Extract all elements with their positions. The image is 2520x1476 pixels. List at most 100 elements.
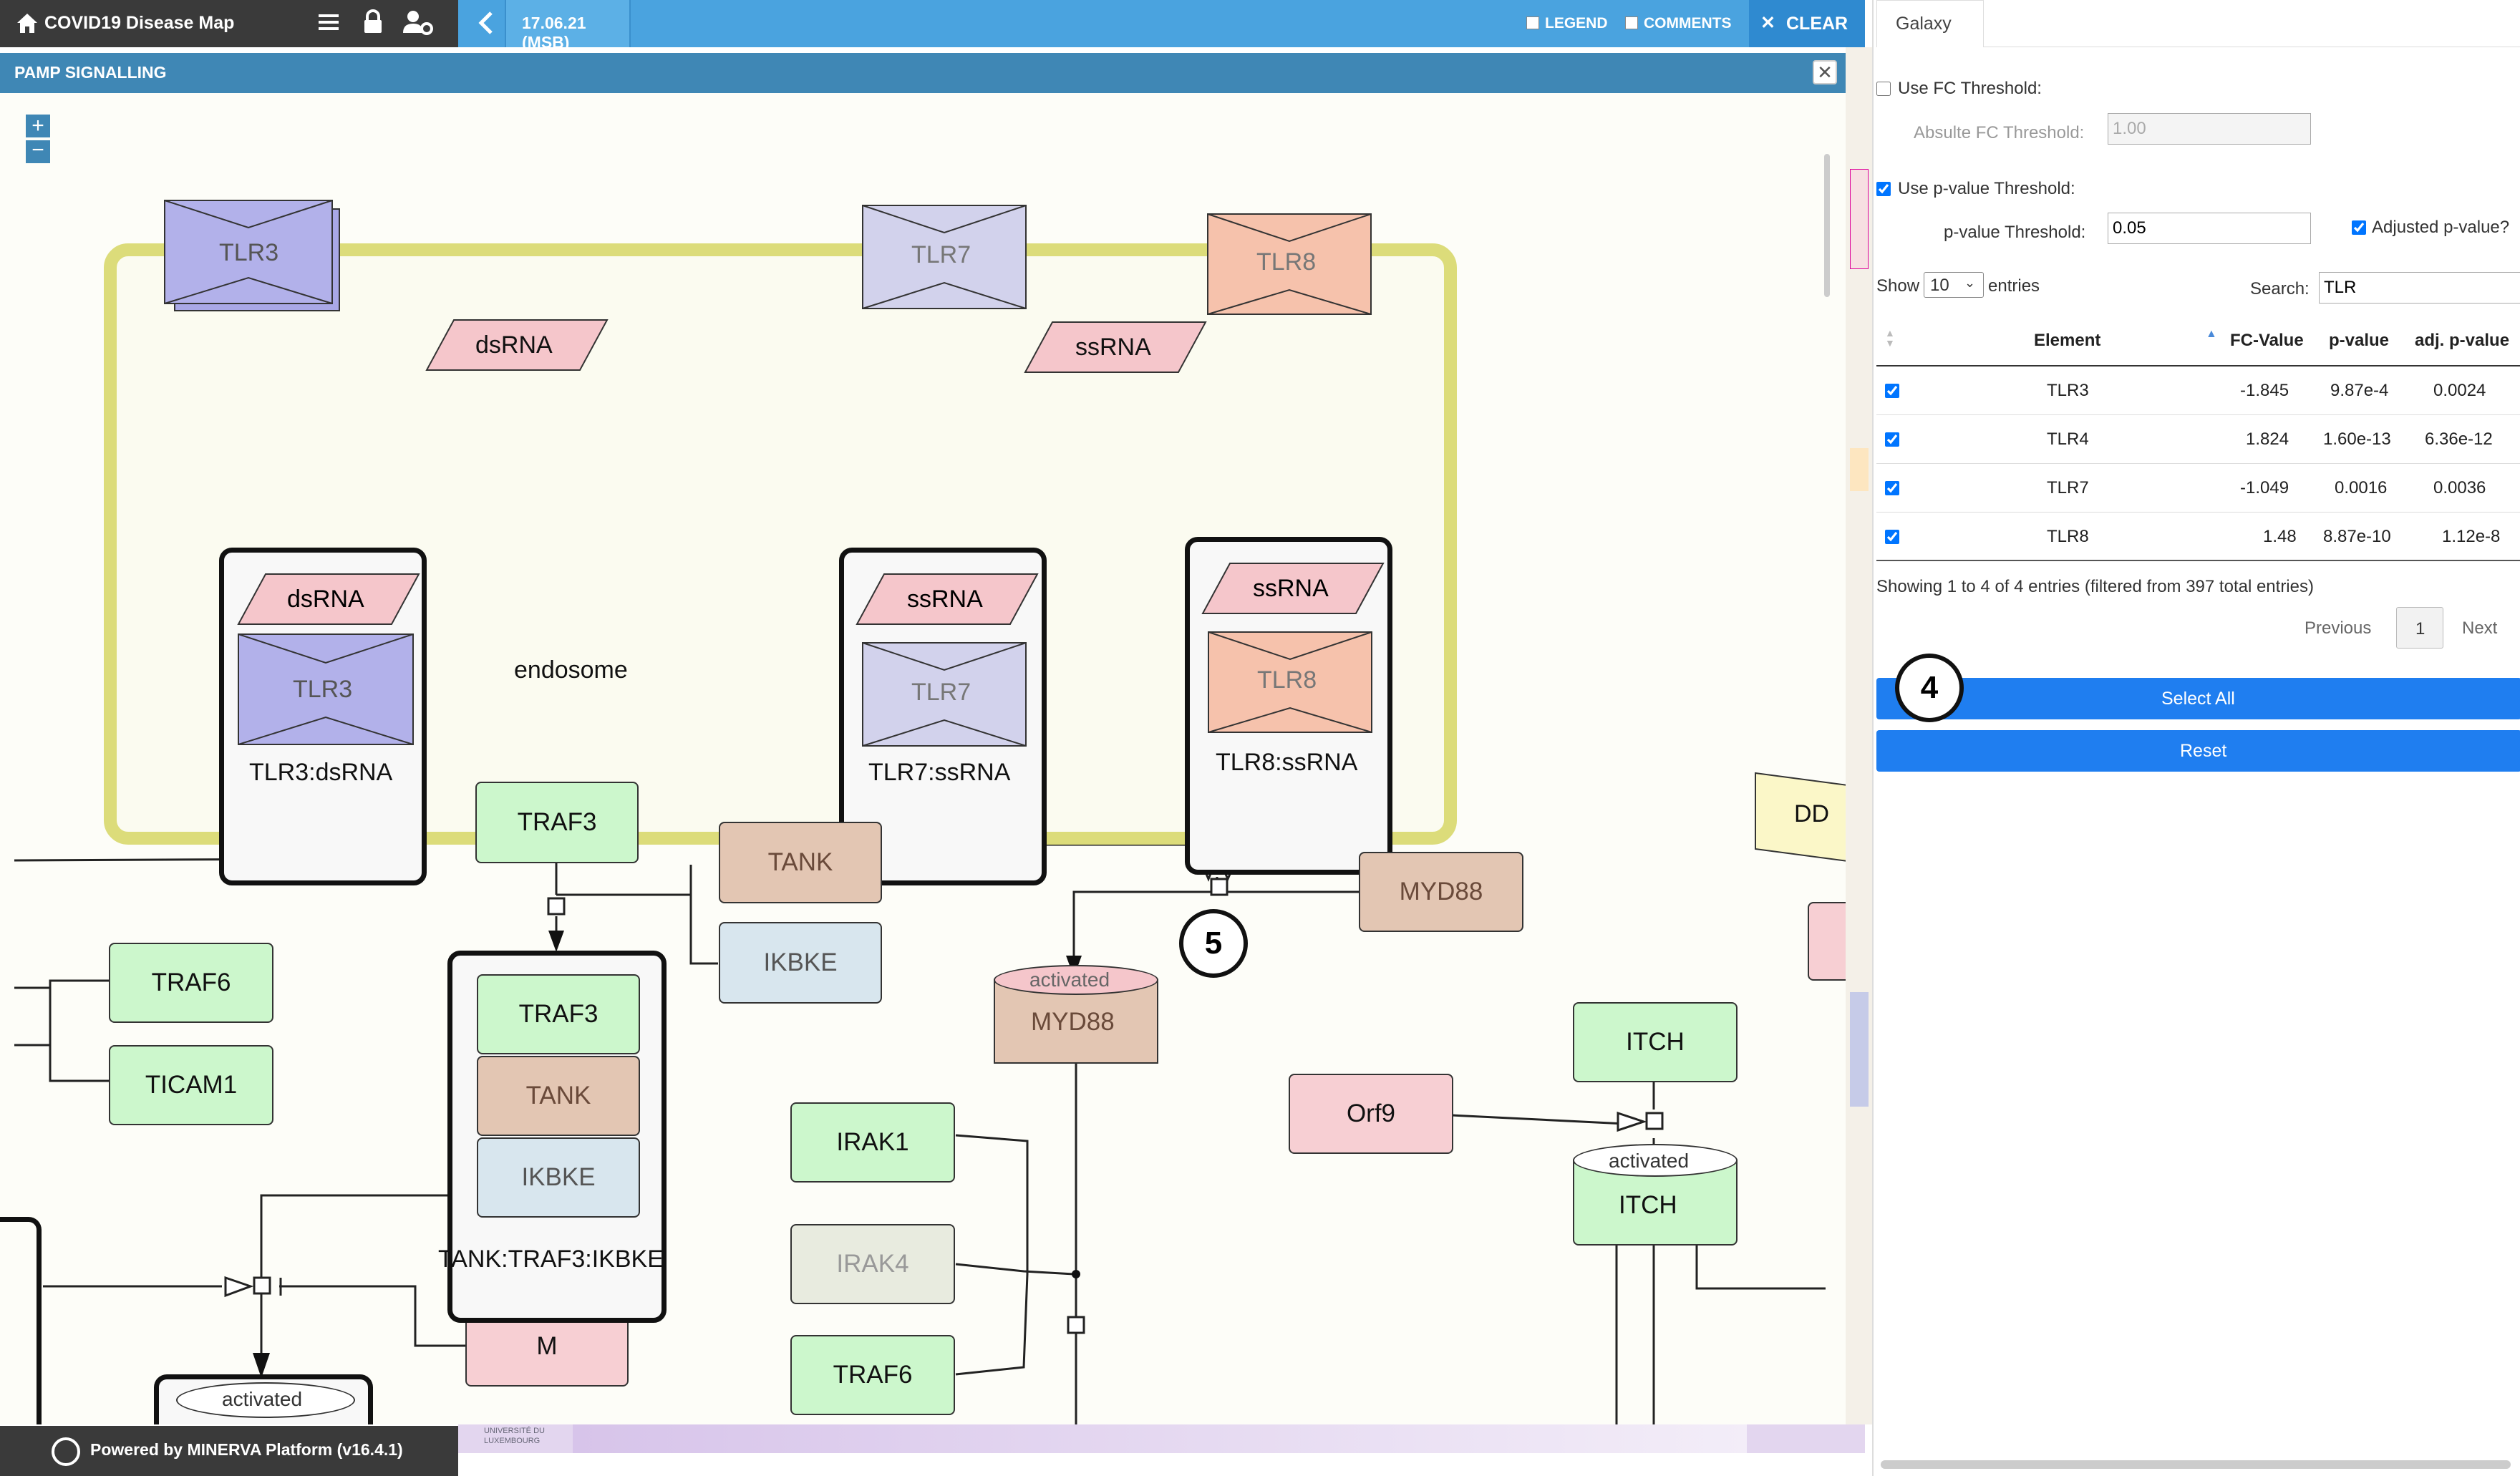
row-checkbox[interactable] [1885,432,1899,447]
app-title[interactable]: COVID19 Disease Map [44,13,235,33]
itch-cylinder-body [1573,1160,1738,1246]
activated-bottom-left[interactable]: activated [154,1374,373,1424]
menu-icon[interactable] [316,10,341,34]
activated-label: activated [1029,968,1110,991]
top-bar: COVID19 Disease Map [0,0,458,47]
complex-dsrna-label: dsRNA [287,586,364,613]
close-map-button[interactable]: ✕ [1813,60,1837,84]
column-pvalue[interactable]: p-value [2329,331,2390,350]
version-selector[interactable]: 17.06.21 (MSB) [505,0,631,52]
user-settings-icon[interactable] [402,9,434,36]
itch-activated-label: activated [1609,1150,1690,1172]
activated-myd88[interactable]: activated MYD88 [994,965,1158,1065]
step-4-marker: 4 [1895,654,1964,722]
legend-checkbox[interactable] [1526,16,1539,29]
tlr8-ssrna-complex[interactable]: ssRNA TLR8 [1185,537,1392,875]
zoom-in-button[interactable]: + [26,115,50,137]
complex-ssrna-7[interactable]: ssRNA [856,573,1039,626]
complex-ikbke[interactable]: IKBKE [477,1137,640,1218]
sort-icon[interactable]: ▲▼ [1885,327,1895,349]
myd88-node[interactable]: MYD88 [1359,852,1523,932]
irak1-node[interactable]: IRAK1 [790,1102,955,1183]
complex-tank[interactable]: TANK [477,1056,640,1136]
tab-galaxy[interactable]: Galaxy [1876,0,1984,47]
tlr7-ssrna-complex[interactable]: ssRNA TLR7 [839,548,1047,885]
tlr7-receptor[interactable]: TLR7 [861,204,1027,310]
use-pvalue-label: Use p-value Threshold: [1898,179,2075,198]
tlr3-receptor[interactable]: TLR3 [163,199,341,312]
row-checkbox[interactable] [1885,481,1899,495]
adjusted-pvalue-checkbox[interactable] [2352,220,2366,235]
row-checkbox[interactable] [1885,530,1899,544]
previous-button[interactable]: Previous [2305,618,2372,638]
orf9-node[interactable]: Orf9 [1289,1074,1453,1154]
column-fc[interactable]: FC-Value [2230,331,2304,350]
map-scrollbar[interactable] [1824,154,1830,297]
back-chevron-icon[interactable] [474,9,498,37]
use-pvalue-checkbox[interactable] [1876,182,1891,196]
logo-strip-fade [573,1424,1747,1453]
sort-asc-icon[interactable]: ▲ [2206,328,2217,340]
search-input[interactable] [2319,272,2520,304]
row-element[interactable]: TLR4 [2047,429,2089,449]
use-fc-label: Use FC Threshold: [1898,79,2042,98]
row-element[interactable]: TLR3 [2047,381,2089,400]
table-row[interactable]: TLR8 1.48 8.87e-10 1.12e-8 [1876,513,2520,561]
activated-itch[interactable]: activated ITCH [1573,1144,1738,1247]
complex-traf3[interactable]: TRAF3 [477,974,640,1054]
tlr3-dsrna-complex[interactable]: dsRNA TLR3 [219,548,427,885]
strip-mark-2 [1850,448,1869,491]
pvalue-input[interactable] [2108,213,2311,244]
row-checkbox[interactable] [1885,384,1899,398]
lock-icon[interactable] [361,9,385,34]
next-button[interactable]: Next [2462,618,2498,638]
complex-ssrna-8[interactable]: ssRNA [1201,562,1385,615]
select-all-button[interactable]: Select All [1876,678,2520,719]
ticam1-node[interactable]: TICAM1 [109,1045,273,1125]
use-fc-checkbox[interactable] [1876,82,1891,96]
zoom-out-button[interactable]: − [26,140,50,163]
tank-traf3-ikbke-complex[interactable]: TRAF3 TANK IKBKE [447,951,667,1323]
complex-tlr8[interactable]: TLR8 [1207,631,1373,734]
show-entries-value: 10 [1930,276,1949,295]
complex-dsrna[interactable]: dsRNA [237,573,420,626]
column-adj-pvalue[interactable]: adj. p-value [2415,331,2510,350]
reset-button[interactable]: Reset [1876,730,2520,772]
complex-tlr7[interactable]: TLR7 [861,641,1027,747]
ikbke-node[interactable]: IKBKE [719,922,882,1004]
comments-checkbox[interactable] [1625,16,1638,29]
ssrna-node[interactable]: ssRNA [1024,321,1207,374]
table-row[interactable]: TLR4 1.824 1.60e-13 6.36e-12 [1876,415,2520,464]
home-icon[interactable] [14,10,40,36]
row-element[interactable]: TLR7 [2047,478,2089,497]
pink-node-edge[interactable] [1808,902,1846,981]
traf3-node[interactable]: TRAF3 [475,782,639,863]
complex-tlr3[interactable]: TLR3 [237,633,416,747]
tank-node[interactable]: TANK [719,822,882,903]
legend-label: LEGEND [1545,15,1608,31]
traf6-node-bottom[interactable]: TRAF6 [790,1335,955,1415]
table-row[interactable]: TLR7 -1.049 0.0016 0.0036 [1876,464,2520,513]
irak4-node[interactable]: IRAK4 [790,1224,955,1304]
left-edge-complex[interactable] [0,1217,42,1424]
clear-button[interactable]: ✕ CLEAR [1749,0,1865,47]
row-element[interactable]: TLR8 [2047,527,2089,546]
show-entries-select[interactable]: 10 ⌄ [1924,272,1984,298]
traf6-node-left[interactable]: TRAF6 [109,943,273,1023]
clear-label: CLEAR [1786,14,1848,34]
dsrna-node[interactable]: dsRNA [425,319,609,372]
galaxy-panel: Galaxy Use FC Threshold: Absulte FC Thre… [1872,0,2520,1476]
abs-fc-input[interactable] [2108,113,2311,145]
itch-node[interactable]: ITCH [1573,1002,1738,1082]
column-element[interactable]: Element [2034,331,2101,350]
row-fc: 1.48 [2263,527,2297,546]
tlr8-receptor[interactable]: TLR8 [1206,213,1372,316]
dd-node[interactable]: DD [1754,772,1846,863]
horizontal-scrollbar[interactable] [1881,1460,2511,1469]
university-logo: UNIVERSITÉ DU LUXEMBOURG [484,1427,545,1445]
dsrna-label: dsRNA [475,331,553,359]
powered-by-label[interactable]: Powered by MINERVA Platform (v16.4.1) [90,1440,403,1459]
table-row[interactable]: TLR3 -1.845 9.87e-4 0.0024 [1876,366,2520,415]
page-1-button[interactable]: 1 [2396,607,2443,649]
map-canvas[interactable]: + − [0,93,1846,1424]
